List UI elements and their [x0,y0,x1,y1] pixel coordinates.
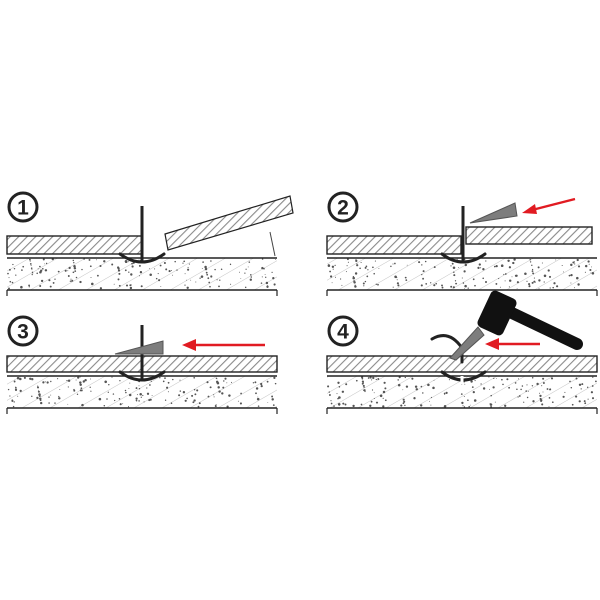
laid-tile-left [326,235,462,255]
leveling-wedge [469,202,518,224]
laid-tile [6,235,143,255]
floor-substrate [6,257,278,296]
step-number-1: 1 [17,197,29,220]
mallet-handle [506,307,583,350]
rubber-mallet [477,290,583,350]
step-panel-4: 4 [326,290,598,414]
step-number-badge-1: 1 [7,191,39,223]
step-number-2: 2 [337,197,349,220]
step-number-badge-3: 3 [7,315,39,347]
floor-substrate [6,375,278,414]
step-panel-2: 2 [326,191,598,296]
step-panel-3: 3 [6,315,278,414]
step-number-4: 4 [337,321,349,344]
floor-substrate [326,375,598,414]
leveling-wedge-driven [449,326,485,361]
step-panel-1: 1 [6,191,294,296]
tile-being-lowered [164,195,294,251]
step-number-3: 3 [17,321,29,344]
floor-substrate [326,257,598,296]
push-arrow [522,197,576,214]
step-number-badge-2: 2 [327,191,359,223]
push-arrow [182,339,265,351]
step-number-badge-4: 4 [327,315,359,347]
push-arrow [485,338,540,350]
leveling-wedge-inserted [114,340,164,355]
mallet-head [477,290,517,336]
laid-tile-right [465,226,593,245]
